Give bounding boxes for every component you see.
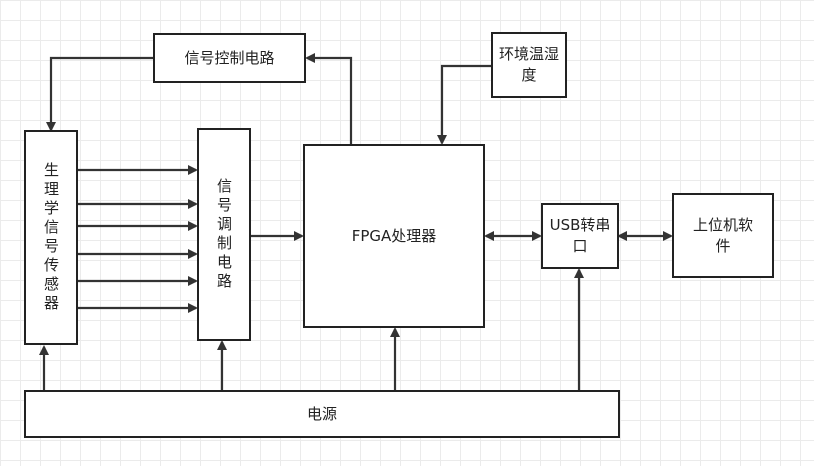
fpga-block: FPGA处理器 [303,144,485,328]
usb-serial-label: USB转串口 [549,216,611,255]
signal-control-block: 信号控制电路 [153,33,306,83]
physio-sensor-label: 生理学信号传感器 [42,161,60,314]
env-temp-humidity-label: 环境温湿度 [498,45,559,84]
physio-sensor-block: 生理学信号传感器 [24,130,78,345]
signal-control-label: 信号控制电路 [184,49,275,67]
power-block: 电源 [24,390,620,438]
env-temp-humidity-block: 环境温湿度 [491,32,567,98]
arrow-fpga-to-control [305,53,353,145]
signal-conditioning-block: 信号调制电路 [197,128,251,341]
power-label: 电源 [306,405,337,423]
fpga-label: FPGA处理器 [351,227,437,245]
usb-serial-block: USB转串口 [541,203,619,269]
arrow-env-to-fpga [437,64,492,145]
signal-conditioning-label: 信号调制电路 [215,177,233,292]
host-software-block: 上位机软件 [672,193,774,278]
host-software-label: 上位机软件 [692,215,753,255]
arrow-control-to-sensor [46,56,155,132]
